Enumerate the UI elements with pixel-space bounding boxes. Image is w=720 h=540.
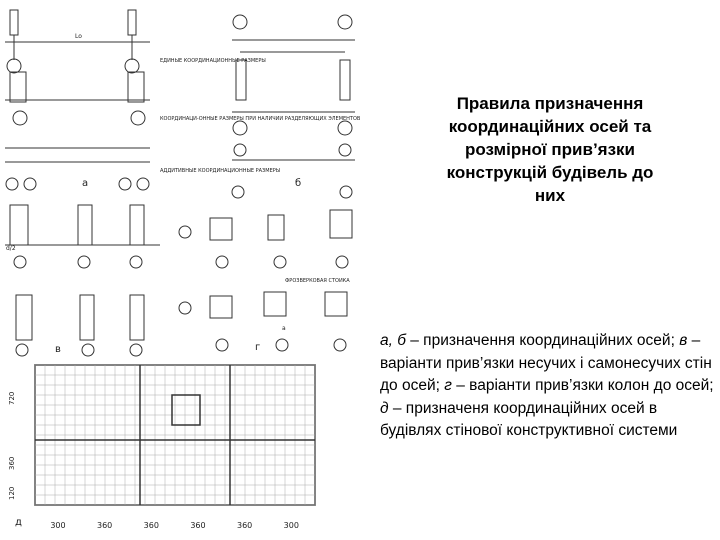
caption-part-ab: а, б – призначення координаційних осей; xyxy=(380,332,675,349)
plan-height-label: 720 xyxy=(8,392,16,405)
dim-a: a xyxy=(282,325,286,332)
panel-label-a: а xyxy=(82,178,88,189)
slide-caption: а, б – призначення координаційних осей; … xyxy=(380,330,716,443)
caption-text: а, б – призначення координаційних осей; … xyxy=(380,330,716,443)
plan-width-label: 360 xyxy=(97,521,112,530)
plan-width-label: 360 xyxy=(190,521,205,530)
plan-width-label: 360 xyxy=(237,521,252,530)
note-additive: АДДИТИВНЫЕ КООРДИНАЦИОННЫЕ РАЗМЕРЫ xyxy=(160,168,280,174)
panel-label-d: д xyxy=(15,517,22,528)
panel-label-b: б xyxy=(295,178,301,189)
caption-part-v: в – варіанти прив’язки несучих і самонес… xyxy=(380,332,712,394)
caption-part-d: д – призначеня координаційних осей в буд… xyxy=(380,399,678,440)
architectural-drawing: а б в г д ЕДИНЫЕ КООРДИНАЦИОННЫЕ РАЗМЕРЫ… xyxy=(5,9,361,530)
slide-title: Правила призначення координаційних осей … xyxy=(446,94,654,205)
note-column: ФРОЗВЕРКОВАЯ СТОИКА xyxy=(285,278,350,284)
plan-height-label: 360 xyxy=(8,457,16,470)
plan-width-label: 360 xyxy=(144,521,159,530)
plan-width-label: 300 xyxy=(50,521,65,530)
plan-width-label: 300 xyxy=(284,521,299,530)
dim-lo: Lo xyxy=(75,33,82,40)
note-unified: ЕДИНЫЕ КООРДИНАЦИОННЫЕ РАЗМЕРЫ xyxy=(160,58,266,64)
note-coordination: КООРДИНАЦИ-ОННЫЕ РАЗМЕРЫ ПРИ НАЛИЧИИ РАЗ… xyxy=(160,116,361,122)
plan-height-label: 120 xyxy=(8,487,16,500)
dim-d2: d/2 xyxy=(6,245,16,252)
caption-part-g: г – варіанти прив’язки колон до осей; xyxy=(444,377,714,394)
panel-label-g: г xyxy=(255,342,260,353)
panel-label-v: в xyxy=(55,344,61,355)
